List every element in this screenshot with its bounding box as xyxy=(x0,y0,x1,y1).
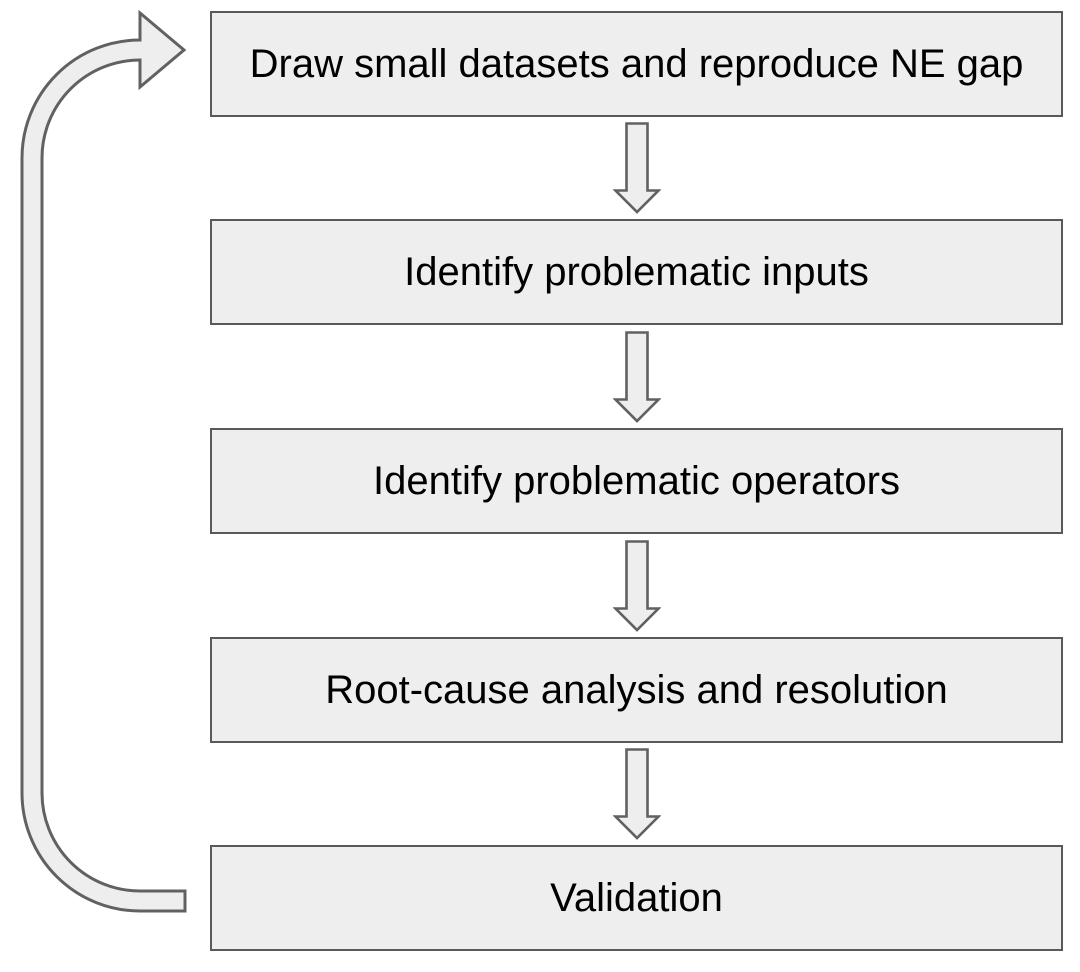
down-arrow-icon xyxy=(613,540,661,632)
down-arrow-icon xyxy=(613,331,661,423)
flow-step-validation: Validation xyxy=(210,845,1063,951)
flow-step-root-cause: Root-cause analysis and resolution xyxy=(210,637,1063,743)
flow-step-label: Identify problematic inputs xyxy=(404,250,869,294)
flow-step-label: Validation xyxy=(550,876,723,920)
flow-step-identify-operators: Identify problematic operators xyxy=(210,428,1063,534)
loop-back-arrow-icon xyxy=(20,9,187,913)
down-arrow-icon xyxy=(613,748,661,840)
down-arrow-icon xyxy=(613,122,661,214)
flow-step-label: Root-cause analysis and resolution xyxy=(325,668,948,712)
flow-step-reproduce-ne-gap: Draw small datasets and reproduce NE gap xyxy=(210,11,1063,117)
flow-step-identify-inputs: Identify problematic inputs xyxy=(210,219,1063,325)
flow-step-label: Draw small datasets and reproduce NE gap xyxy=(249,42,1024,86)
flow-step-label: Identify problematic operators xyxy=(373,459,900,503)
